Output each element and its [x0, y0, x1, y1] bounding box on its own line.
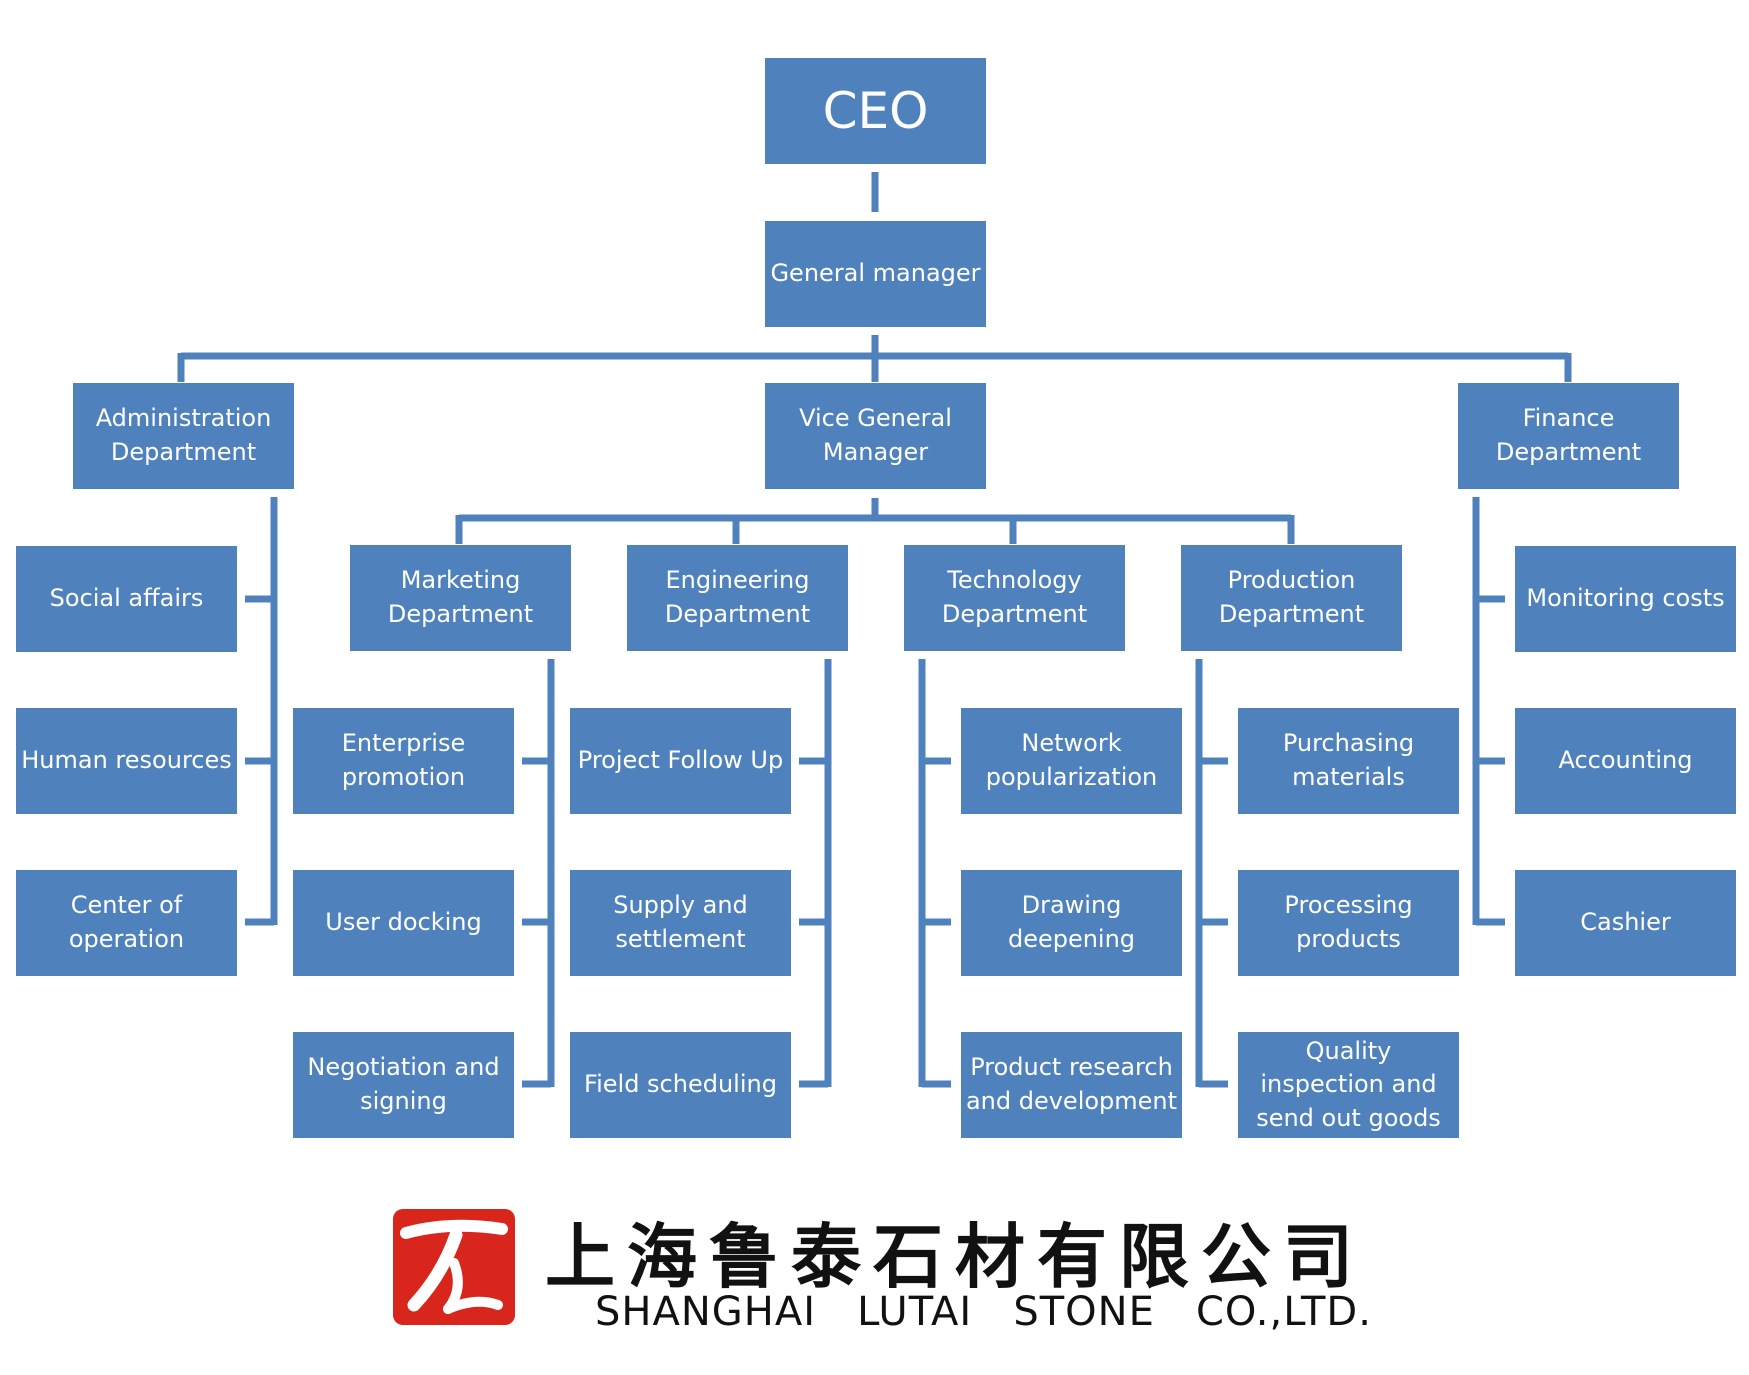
node-user-docking: User docking	[293, 870, 514, 976]
company-seal-logo	[393, 1209, 515, 1325]
node-accounting: Accounting	[1515, 708, 1736, 814]
node-network-popularization: Network popularization	[961, 708, 1182, 814]
node-human-resources: Human resources	[16, 708, 237, 814]
node-ceo: CEO	[765, 58, 986, 164]
node-purchasing-materials: Purchasing materials	[1238, 708, 1459, 814]
node-processing-products: Processing products	[1238, 870, 1459, 976]
node-engineering-department: Engineering Department	[627, 545, 848, 651]
node-supply-and-settlement: Supply and settlement	[570, 870, 791, 976]
node-social-affairs: Social affairs	[16, 546, 237, 652]
company-footer: 上海鲁泰石材有限公司 SHANGHAI LUTAI STONE CO.,LTD.	[390, 1205, 1371, 1335]
node-project-follow-up: Project Follow Up	[570, 708, 791, 814]
node-general-manager: General manager	[765, 221, 986, 327]
node-negotiation-and-signing: Negotiation and signing	[293, 1032, 514, 1138]
node-technology-department: Technology Department	[904, 545, 1125, 651]
node-quality-inspection-and-send-out-goods: Quality inspection and send out goods	[1238, 1032, 1459, 1138]
node-center-of-operation: Center of operation	[16, 870, 237, 976]
node-drawing-deepening: Drawing deepening	[961, 870, 1182, 976]
node-monitoring-costs: Monitoring costs	[1515, 546, 1736, 652]
node-production-department: Production Department	[1181, 545, 1402, 651]
node-marketing-department: Marketing Department	[350, 545, 571, 651]
node-enterprise-promotion: Enterprise promotion	[293, 708, 514, 814]
node-product-research-and-development: Product research and development	[961, 1032, 1182, 1138]
company-name-english: SHANGHAI LUTAI STONE CO.,LTD.	[595, 1289, 1372, 1335]
company-name-chinese: 上海鲁泰石材有限公司	[545, 1215, 1365, 1298]
node-field-scheduling: Field scheduling	[570, 1032, 791, 1138]
node-administration-department: Administration Department	[73, 383, 294, 489]
node-cashier: Cashier	[1515, 870, 1736, 976]
node-vice-general-manager: Vice General Manager	[765, 383, 986, 489]
node-finance-department: Finance Department	[1458, 383, 1679, 489]
